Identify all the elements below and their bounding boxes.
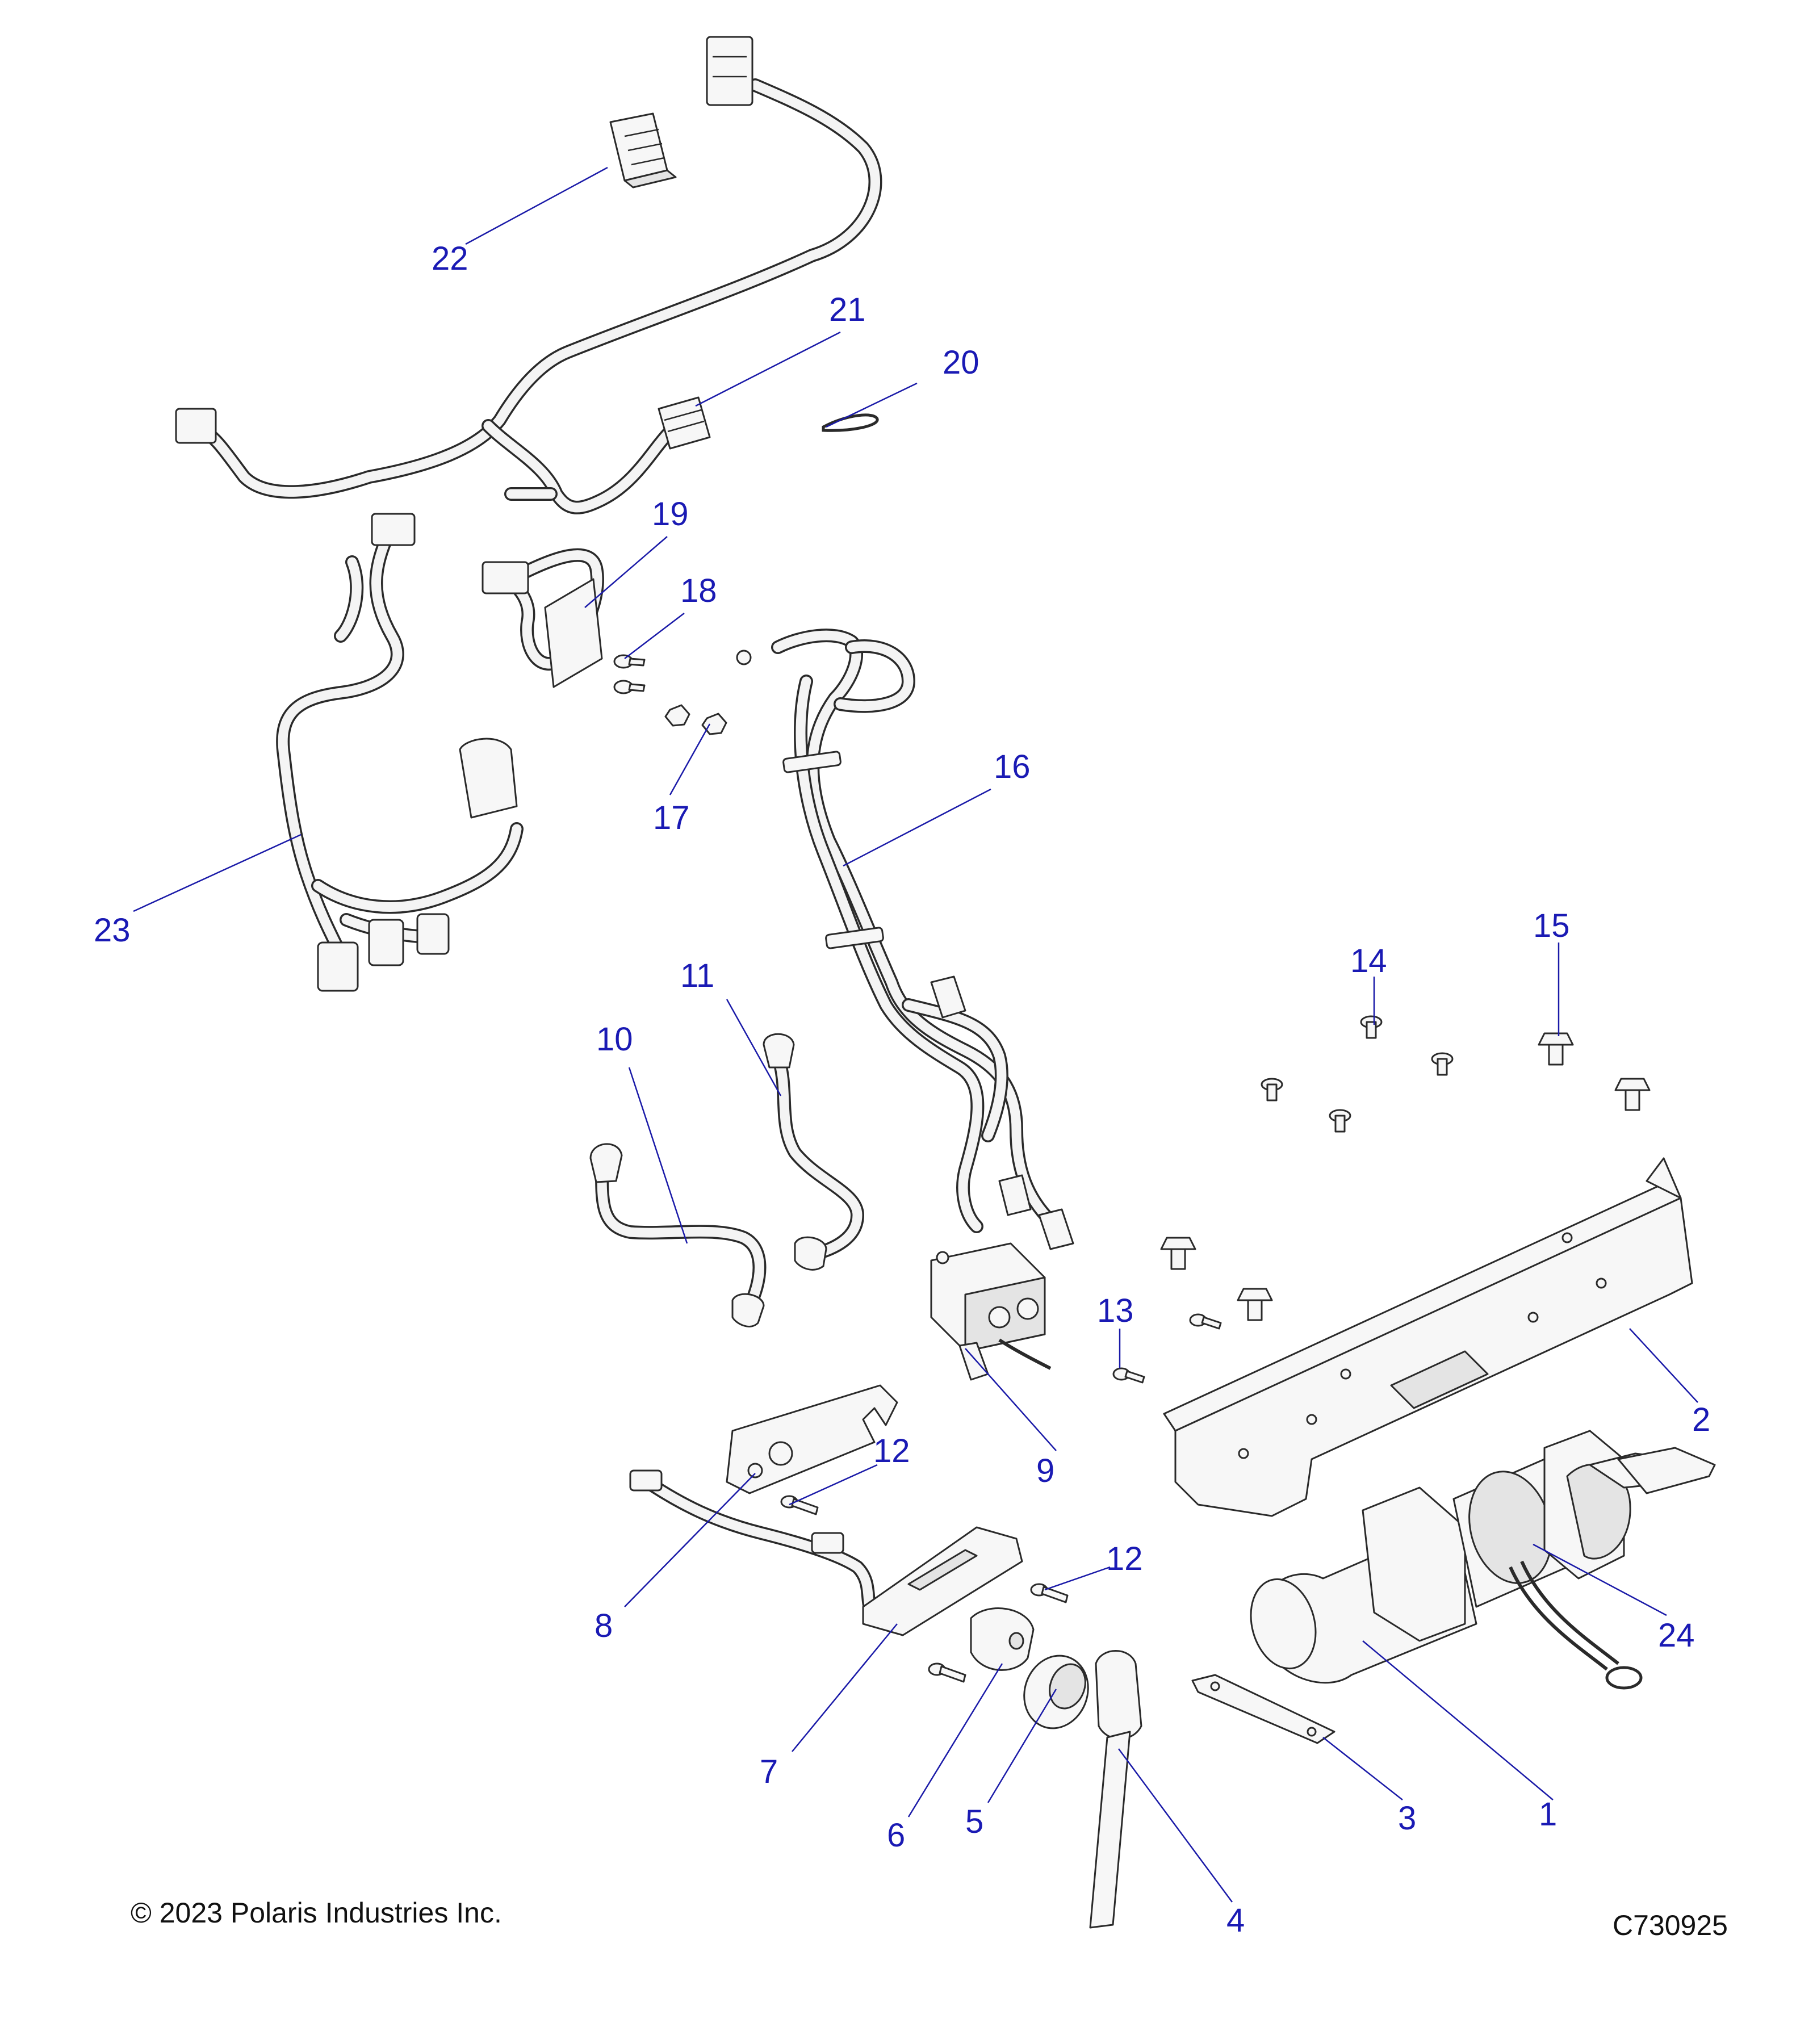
callout-21: 21 bbox=[829, 291, 866, 328]
callout-20: 20 bbox=[943, 344, 979, 381]
callout-14: 14 bbox=[1350, 943, 1387, 979]
part-16-battery-harness bbox=[736, 629, 1074, 1250]
copyright-notice: © 2023 Polaris Industries Inc. bbox=[131, 1897, 502, 1929]
part-20-cable-tie bbox=[822, 413, 879, 432]
part-18-bolts bbox=[613, 654, 646, 694]
part-9-contactor bbox=[930, 1242, 1052, 1381]
part-17-nuts bbox=[664, 704, 727, 735]
part-2-mount-plate bbox=[1163, 1157, 1693, 1517]
leader-lines bbox=[133, 166, 1698, 1903]
callout-19: 19 bbox=[652, 496, 689, 533]
callout-12b: 12 bbox=[1106, 1540, 1143, 1577]
callout-23: 23 bbox=[94, 912, 131, 949]
part-14-bolts bbox=[1261, 1015, 1454, 1133]
part-11-cable bbox=[763, 1033, 864, 1271]
callout-numbers: 1 2 3 4 5 6 7 8 9 10 11 12 12 13 14 15 1… bbox=[94, 240, 1710, 1939]
part-1-winch bbox=[1250, 1430, 1716, 1684]
part-22-connector bbox=[609, 112, 677, 189]
callout-6: 6 bbox=[887, 1817, 905, 1854]
callout-7: 7 bbox=[760, 1753, 778, 1790]
callout-24: 24 bbox=[1658, 1617, 1695, 1654]
callout-22: 22 bbox=[432, 240, 468, 277]
part-8-bracket bbox=[726, 1384, 898, 1494]
part-6-stopper bbox=[970, 1607, 1035, 1671]
part-24-winch-rope bbox=[1509, 1560, 1643, 1690]
part-19-module bbox=[482, 548, 604, 688]
callout-1: 1 bbox=[1539, 1796, 1557, 1833]
callout-9: 9 bbox=[1036, 1452, 1054, 1489]
callout-11: 11 bbox=[680, 957, 714, 994]
callout-17: 17 bbox=[653, 799, 690, 836]
callout-12a: 12 bbox=[873, 1433, 910, 1469]
part-4-hook-strap bbox=[1089, 1650, 1142, 1929]
callout-3: 3 bbox=[1398, 1800, 1416, 1837]
callout-8: 8 bbox=[594, 1607, 613, 1644]
callout-10: 10 bbox=[596, 1021, 633, 1058]
part-7-fairlead bbox=[629, 1469, 1023, 1636]
callout-16: 16 bbox=[994, 748, 1031, 785]
callout-15: 15 bbox=[1533, 907, 1570, 944]
callout-13: 13 bbox=[1097, 1292, 1134, 1329]
figure-id: C730925 bbox=[1613, 1909, 1728, 1941]
part-15-flange-bolts bbox=[1160, 1032, 1651, 1321]
callout-2: 2 bbox=[1692, 1401, 1710, 1438]
callout-18: 18 bbox=[680, 572, 717, 609]
part-12-bolts bbox=[780, 1495, 1069, 1683]
part-23-harness bbox=[276, 513, 524, 992]
part-13-bolt bbox=[1112, 1313, 1222, 1384]
part-10-cable bbox=[589, 1143, 767, 1327]
main-harness-top bbox=[175, 36, 882, 514]
callout-4: 4 bbox=[1226, 1902, 1245, 1939]
part-5-hook-stopper bbox=[1023, 1655, 1089, 1729]
part-3-plate bbox=[1191, 1674, 1335, 1744]
callout-5: 5 bbox=[965, 1803, 983, 1840]
